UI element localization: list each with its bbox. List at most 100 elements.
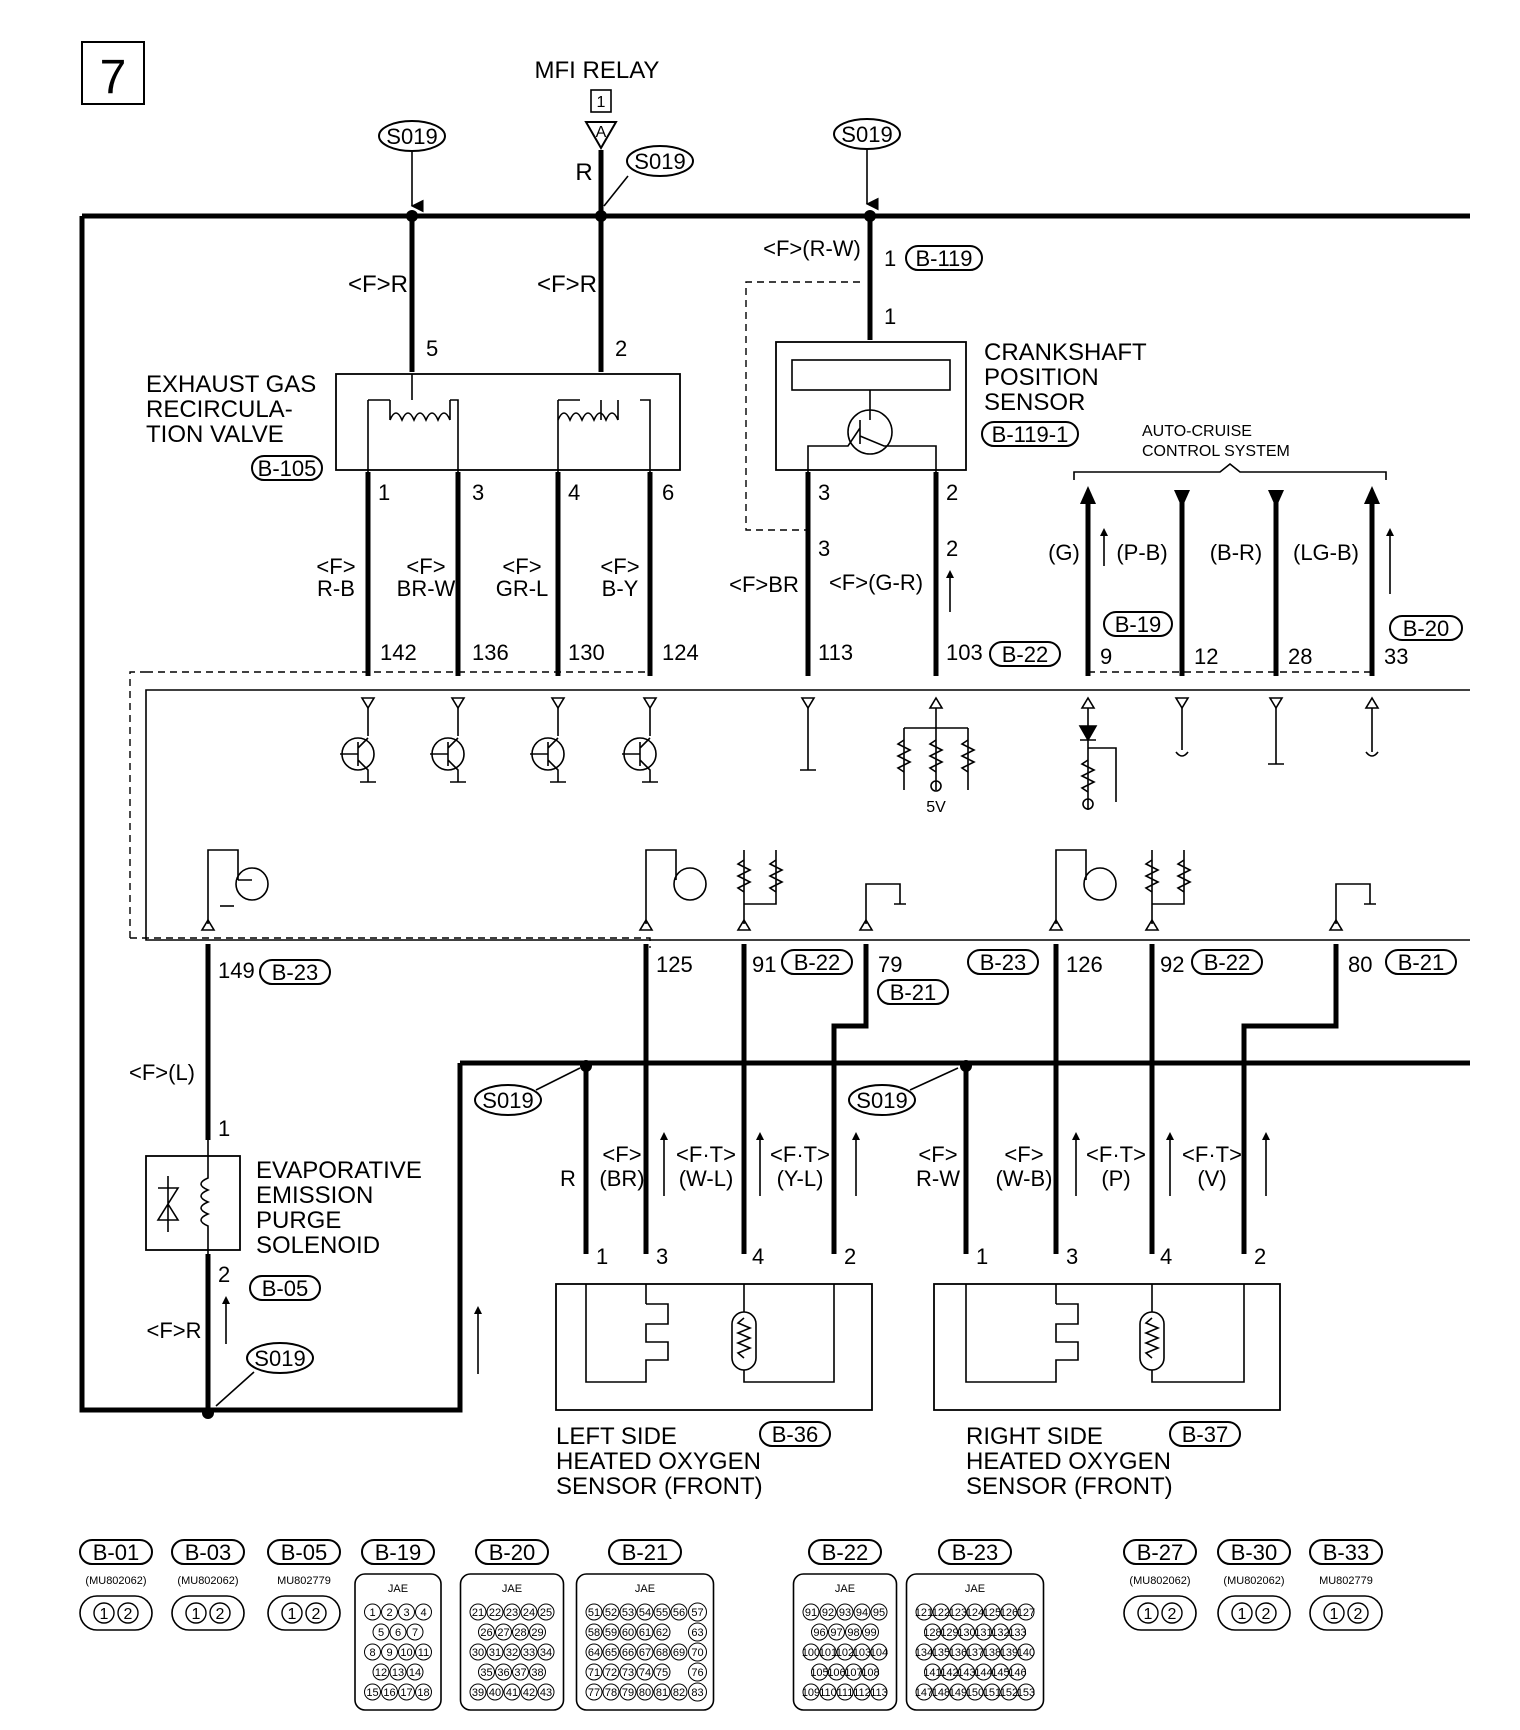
- page-number-box: [81, 41, 145, 105]
- egr-feed-wire-label: <F>R: [348, 271, 408, 298]
- legend-pin: 30: [472, 1647, 484, 1659]
- legend-pin: 2: [124, 1606, 133, 1623]
- mfi-relay-connector-symbol: [584, 121, 618, 151]
- page-number: 7: [100, 51, 127, 104]
- svg-text:S019: S019: [386, 124, 437, 149]
- legend-part-number: (MU802062): [1129, 1575, 1190, 1587]
- legend-pin: 79: [622, 1687, 634, 1699]
- o2-right-wire-prefix: <F·T>: [1086, 1142, 1146, 1167]
- crank-pin: 3: [818, 480, 830, 505]
- legend-pin: 136: [949, 1647, 967, 1659]
- legend-pin: 92: [822, 1607, 834, 1619]
- legend-pin: 68: [656, 1647, 668, 1659]
- legend-pin: 43: [540, 1687, 552, 1699]
- legend-pin: 7: [412, 1627, 418, 1639]
- o2-left-wire-color: (Y-L): [777, 1166, 824, 1191]
- egr-wire-prefix: <F>: [316, 554, 355, 579]
- legend-pin: 152: [1000, 1687, 1018, 1699]
- legend-pin: 53: [622, 1607, 634, 1619]
- cruise-wire-label: (B-R): [1210, 540, 1263, 565]
- cruise-wire-label: (G): [1048, 540, 1080, 565]
- svg-text:B-23: B-23: [980, 950, 1026, 975]
- legend-pin: 125: [983, 1607, 1001, 1619]
- legend-pin: 153: [1017, 1687, 1035, 1699]
- legend-pin: 110: [819, 1687, 837, 1699]
- crank-feed-pin: 1: [884, 246, 896, 271]
- egr-pin: 5: [426, 336, 438, 361]
- legend-pin: 2: [312, 1606, 321, 1623]
- crank-title-line: POSITION: [984, 364, 1099, 391]
- evap-title-line: SOLENOID: [256, 1232, 380, 1259]
- legend-pin: 83: [691, 1687, 703, 1699]
- legend-pin: 146: [1008, 1667, 1026, 1679]
- legend-part-number: (MU802062): [177, 1575, 238, 1587]
- o2-left-pin: 3: [656, 1244, 668, 1269]
- egr-wire-prefix: <F>: [600, 554, 639, 579]
- legend-pin: 99: [864, 1627, 876, 1639]
- legend-part-number: JAE: [835, 1583, 855, 1595]
- legend-pin: 27: [497, 1627, 509, 1639]
- signal-direction-arrow: [474, 1306, 482, 1314]
- legend-connector-id: B-01: [93, 1540, 139, 1565]
- ecu-pin: 125: [656, 952, 693, 977]
- o2-right-title-line: SENSOR (FRONT): [966, 1473, 1173, 1500]
- legend-pin: 96: [813, 1627, 825, 1639]
- ecu-box: [145, 689, 1470, 941]
- o2-right-wire-color: R-W: [916, 1166, 960, 1191]
- legend-pin: 21: [472, 1607, 484, 1619]
- o2-left-wire-color: (BR): [599, 1166, 644, 1191]
- legend-pin: 41: [506, 1687, 518, 1699]
- ecu-pin: 103: [946, 640, 983, 665]
- legend-pin: 6: [395, 1627, 401, 1639]
- egr-coil-icon: [557, 400, 619, 423]
- legend-pin: 13: [392, 1667, 404, 1679]
- splice-arrow: [535, 1067, 581, 1091]
- signal-direction-arrow: [660, 1132, 860, 1196]
- ecu-pin: 79: [878, 952, 902, 977]
- lower-connector-tag: B-23: [259, 959, 331, 985]
- egr-title-line: EXHAUST GAS: [146, 371, 316, 398]
- power-bus-left: [79, 216, 463, 1413]
- o2-left-title-line: HEATED OXYGEN: [556, 1448, 761, 1475]
- legend-pin: 131: [974, 1627, 992, 1639]
- o2-right-heater-icon: [1143, 1317, 1161, 1359]
- signal-direction-arrow: [1100, 528, 1108, 536]
- legend-pin: 17: [400, 1687, 412, 1699]
- svg-text:S019: S019: [254, 1346, 305, 1371]
- ecu-pin: 12: [1194, 644, 1218, 669]
- svg-text:B-20: B-20: [1403, 616, 1449, 641]
- legend-pin: 149: [949, 1687, 967, 1699]
- legend-pin: 139: [1000, 1647, 1018, 1659]
- ecu-pin: 136: [472, 640, 509, 665]
- ecu-pin: 33: [1384, 644, 1408, 669]
- egr-output-wires: [365, 472, 653, 676]
- legend-pin: 56: [673, 1607, 685, 1619]
- legend-pin: 33: [523, 1647, 535, 1659]
- legend-pin: 2: [1354, 1606, 1363, 1623]
- lower-connector-tag: B-21: [877, 979, 949, 1005]
- cruise-arrow-down: [1174, 490, 1190, 508]
- legend-part-number: (MU802062): [1223, 1575, 1284, 1587]
- crank-wire-label: <F>BR: [729, 572, 799, 597]
- ecu-pin: 124: [662, 640, 699, 665]
- signal-direction-arrow: [1386, 528, 1394, 536]
- legend-pin: 35: [480, 1667, 492, 1679]
- evap-valve-icon: [156, 1176, 180, 1232]
- o2-right-wire-prefix: <F>: [918, 1142, 957, 1167]
- ecu-pin: 28: [1288, 644, 1312, 669]
- signal-direction-arrow: [222, 1296, 230, 1304]
- splice-s019-b: S019: [626, 145, 694, 177]
- legend-part-number: MU802779: [277, 1575, 331, 1587]
- ecu-pin: 80: [1348, 952, 1372, 977]
- svg-text:S019: S019: [482, 1088, 533, 1113]
- ecu-crank-input-circuit: [896, 708, 976, 792]
- lower-connector-tag: B-22: [1191, 949, 1263, 975]
- legend-pin: 61: [639, 1627, 651, 1639]
- cruise-wire-label: (LG-B): [1293, 540, 1359, 565]
- egr-coil-icon: [389, 400, 451, 423]
- legend-pin: 132: [991, 1627, 1009, 1639]
- legend-pin: 97: [830, 1627, 842, 1639]
- crank-pin: 2: [946, 536, 958, 561]
- o2-right-heater-icon: [1139, 1311, 1165, 1371]
- cruise-wire-label: (P-B): [1116, 540, 1167, 565]
